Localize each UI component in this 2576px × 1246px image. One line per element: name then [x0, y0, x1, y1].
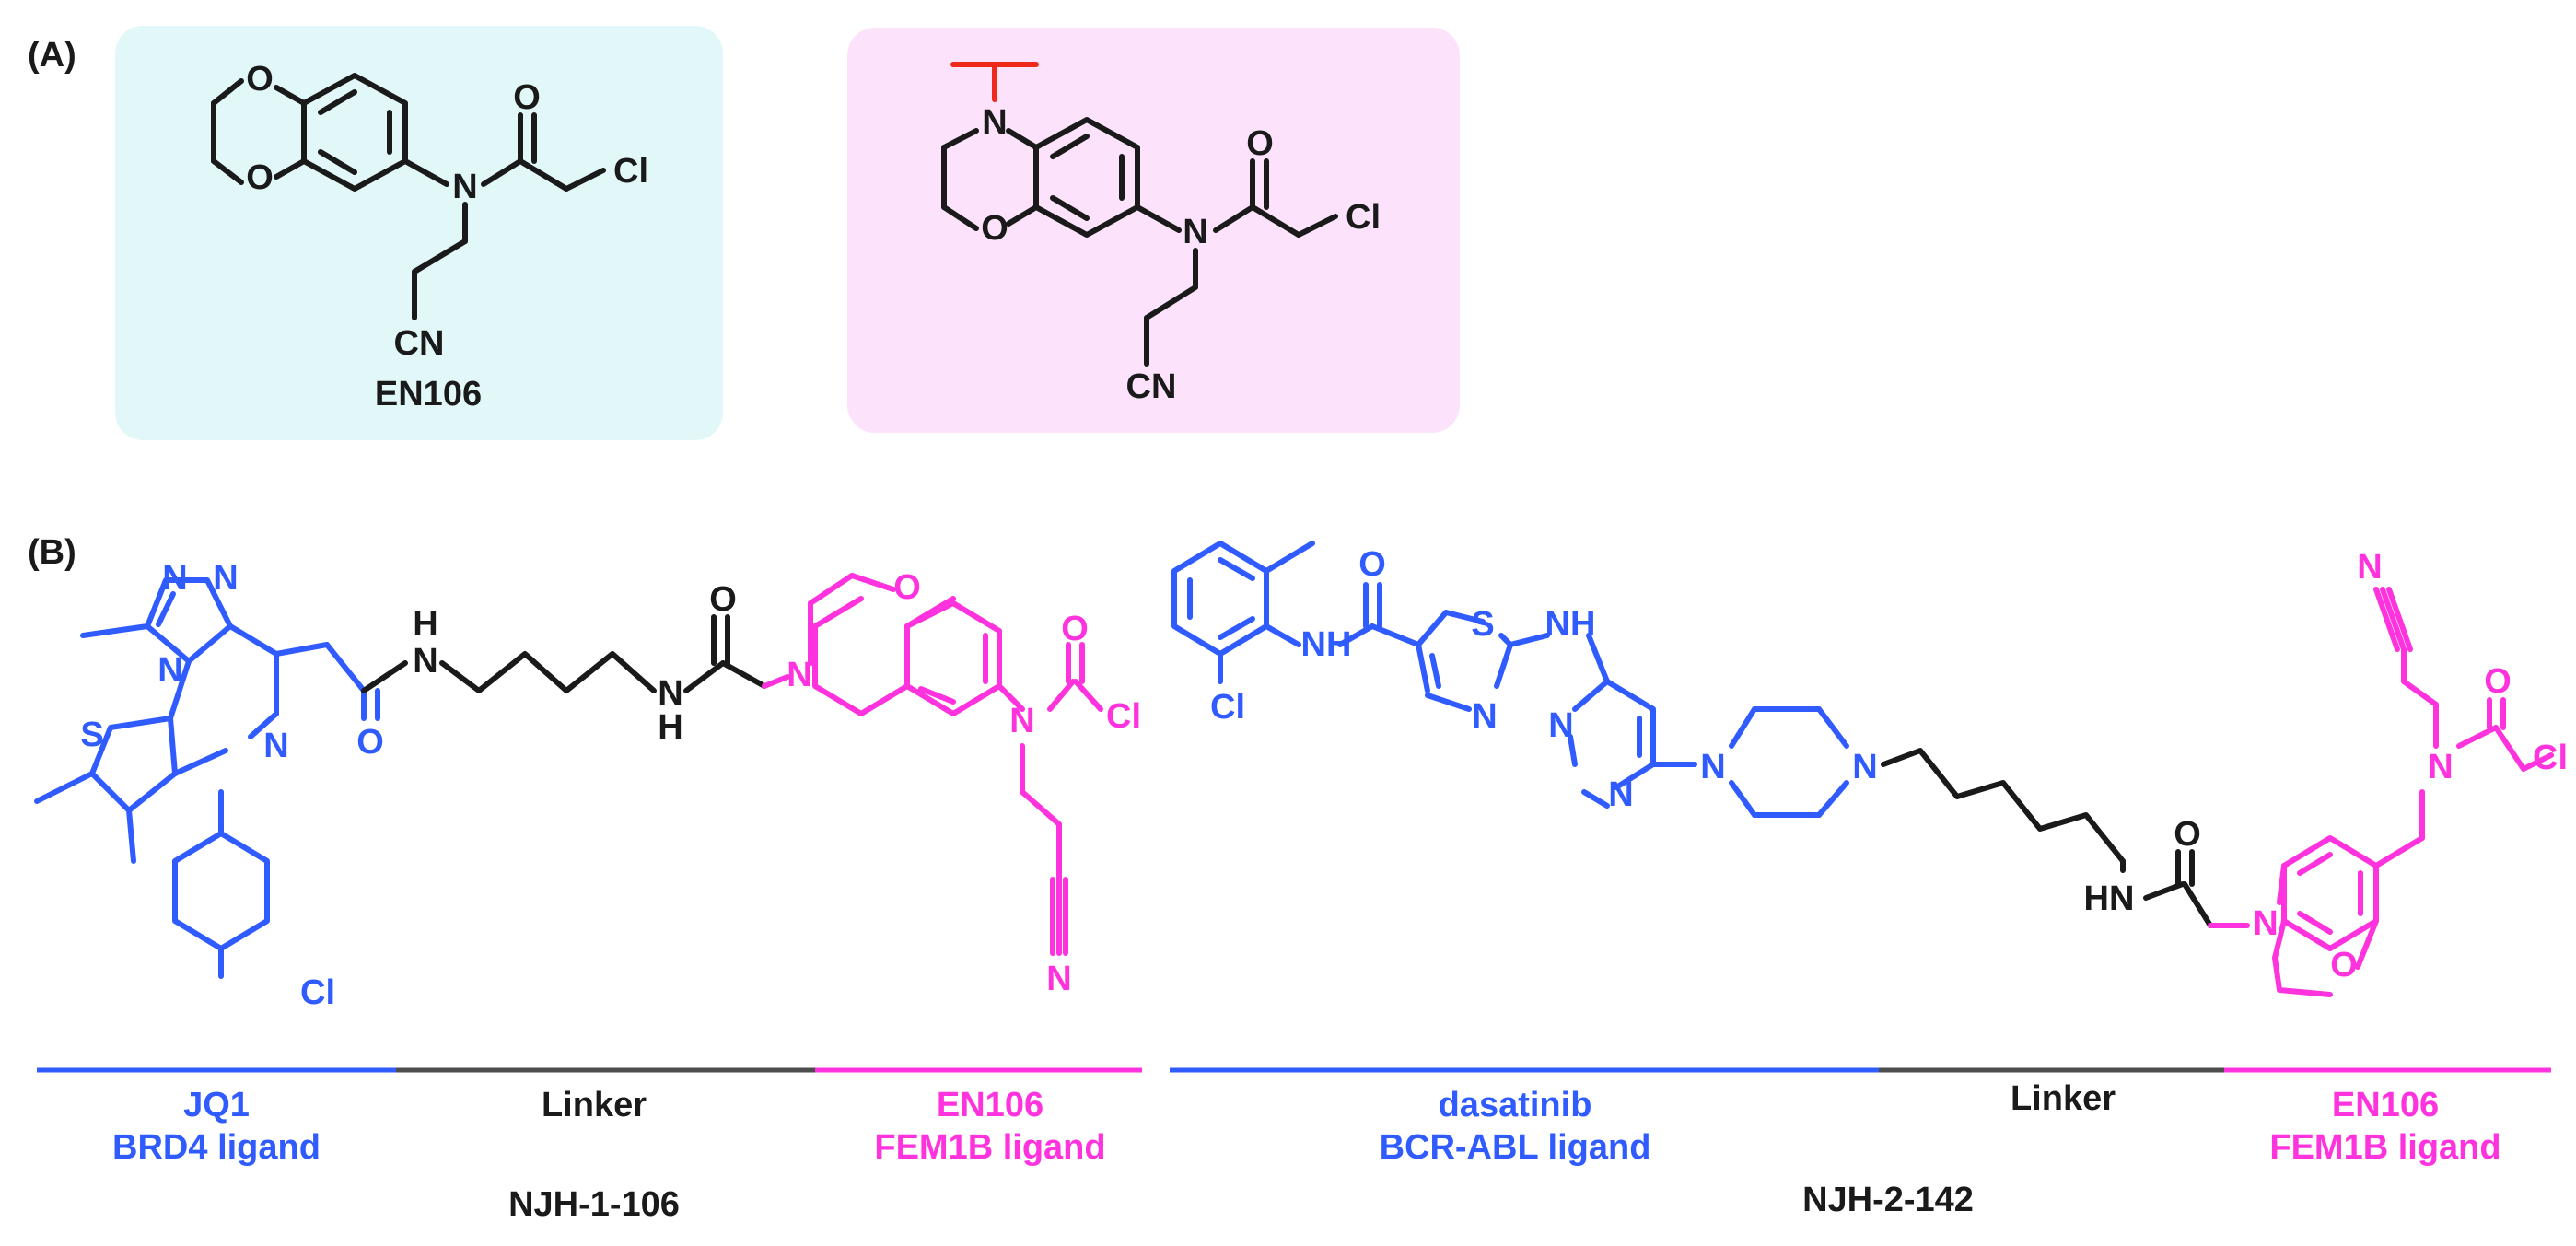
en106-sublabel-2: FEM1B ligand: [2269, 1128, 2500, 1167]
linker2-label: Linker: [2011, 1079, 2116, 1118]
atom-n: N: [213, 559, 238, 598]
dasatinib-structure: [1171, 541, 1849, 818]
en106-sublabel-1: FEM1B ligand: [874, 1128, 1105, 1167]
en106-part-2: [2208, 587, 2554, 997]
analog-structure: [941, 117, 1338, 367]
panel-b-label: (B): [28, 533, 76, 572]
linker1-structure: [361, 614, 767, 693]
atom-o: O: [2330, 946, 2358, 984]
atom-n: N: [1700, 748, 1725, 786]
atom-h: H: [413, 605, 437, 644]
jq1-sublabel: BRD4 ligand: [112, 1128, 321, 1167]
atom-n: N: [1009, 702, 1034, 740]
atom-s: S: [80, 716, 103, 754]
en106-name: EN106: [375, 375, 482, 413]
atom-n: N: [2253, 904, 2278, 943]
atom-n: N: [162, 559, 187, 598]
atom-cl: Cl: [2533, 739, 2568, 777]
atom-o: O: [356, 723, 384, 762]
atom-n: N: [263, 727, 288, 765]
atom-o: O: [2484, 662, 2512, 701]
atom-o: O: [1061, 610, 1089, 648]
en106-label-2: EN106: [2332, 1086, 2439, 1124]
atom-n: N: [157, 651, 182, 690]
dasatinib-sublabel: BCR-ABL ligand: [1380, 1128, 1651, 1167]
atom-nh: NH: [1545, 605, 1596, 644]
compound2-name: NJH-2-142: [1802, 1181, 1974, 1219]
atom-n: N: [658, 674, 682, 713]
atom-n: N: [787, 656, 811, 694]
atom-cl: Cl: [1210, 688, 1245, 727]
jq1-structure: [34, 577, 380, 979]
atom-cl: Cl: [300, 973, 335, 1012]
atom-o: O: [246, 158, 274, 197]
linker2-structure: [1881, 748, 2213, 928]
atom-cn: CN: [1126, 367, 1177, 406]
atom-n: N: [452, 168, 477, 206]
atom-cl: Cl: [1346, 198, 1381, 237]
atom-n: N: [413, 642, 437, 681]
atom-h: H: [658, 708, 682, 747]
atom-n: N: [1548, 706, 1573, 745]
dasatinib-label: dasatinib: [1439, 1086, 1592, 1124]
linker1-label: Linker: [542, 1086, 647, 1124]
panel-a-label: (A): [28, 36, 76, 75]
atom-o: O: [1358, 545, 1386, 584]
atom-cl: Cl: [613, 152, 648, 191]
atom-n: N: [982, 103, 1007, 142]
atom-o: O: [893, 568, 921, 607]
atom-s: S: [1471, 605, 1494, 644]
en106-structure: [211, 73, 606, 320]
atom-n: N: [1608, 775, 1633, 814]
tbutyl-mark: [950, 62, 1039, 102]
jq1-label: JQ1: [183, 1086, 250, 1124]
atom-o: O: [1246, 124, 1274, 163]
atom-o: O: [513, 78, 541, 117]
compound1-name: NJH-1-106: [508, 1185, 680, 1224]
atom-o: O: [709, 580, 737, 619]
en106-box: [115, 26, 723, 440]
atom-cl: Cl: [1106, 697, 1141, 736]
en106-part-1: [762, 573, 1103, 956]
atom-n: N: [1046, 960, 1071, 998]
atom-n: N: [1852, 748, 1877, 786]
atom-o: O: [2174, 815, 2201, 854]
atom-n: N: [1183, 213, 1207, 251]
atom-hn: HN: [2084, 879, 2135, 918]
atom-cn: CN: [394, 324, 445, 363]
analog-box: [847, 28, 1460, 433]
atom-n: N: [1472, 697, 1497, 736]
atom-o: O: [981, 209, 1008, 248]
atom-n: N: [2428, 748, 2453, 786]
atom-n: N: [2357, 548, 2382, 587]
atom-o: O: [246, 60, 274, 99]
en106-label-1: EN106: [937, 1086, 1043, 1124]
atom-nh: NH: [1301, 625, 1352, 664]
